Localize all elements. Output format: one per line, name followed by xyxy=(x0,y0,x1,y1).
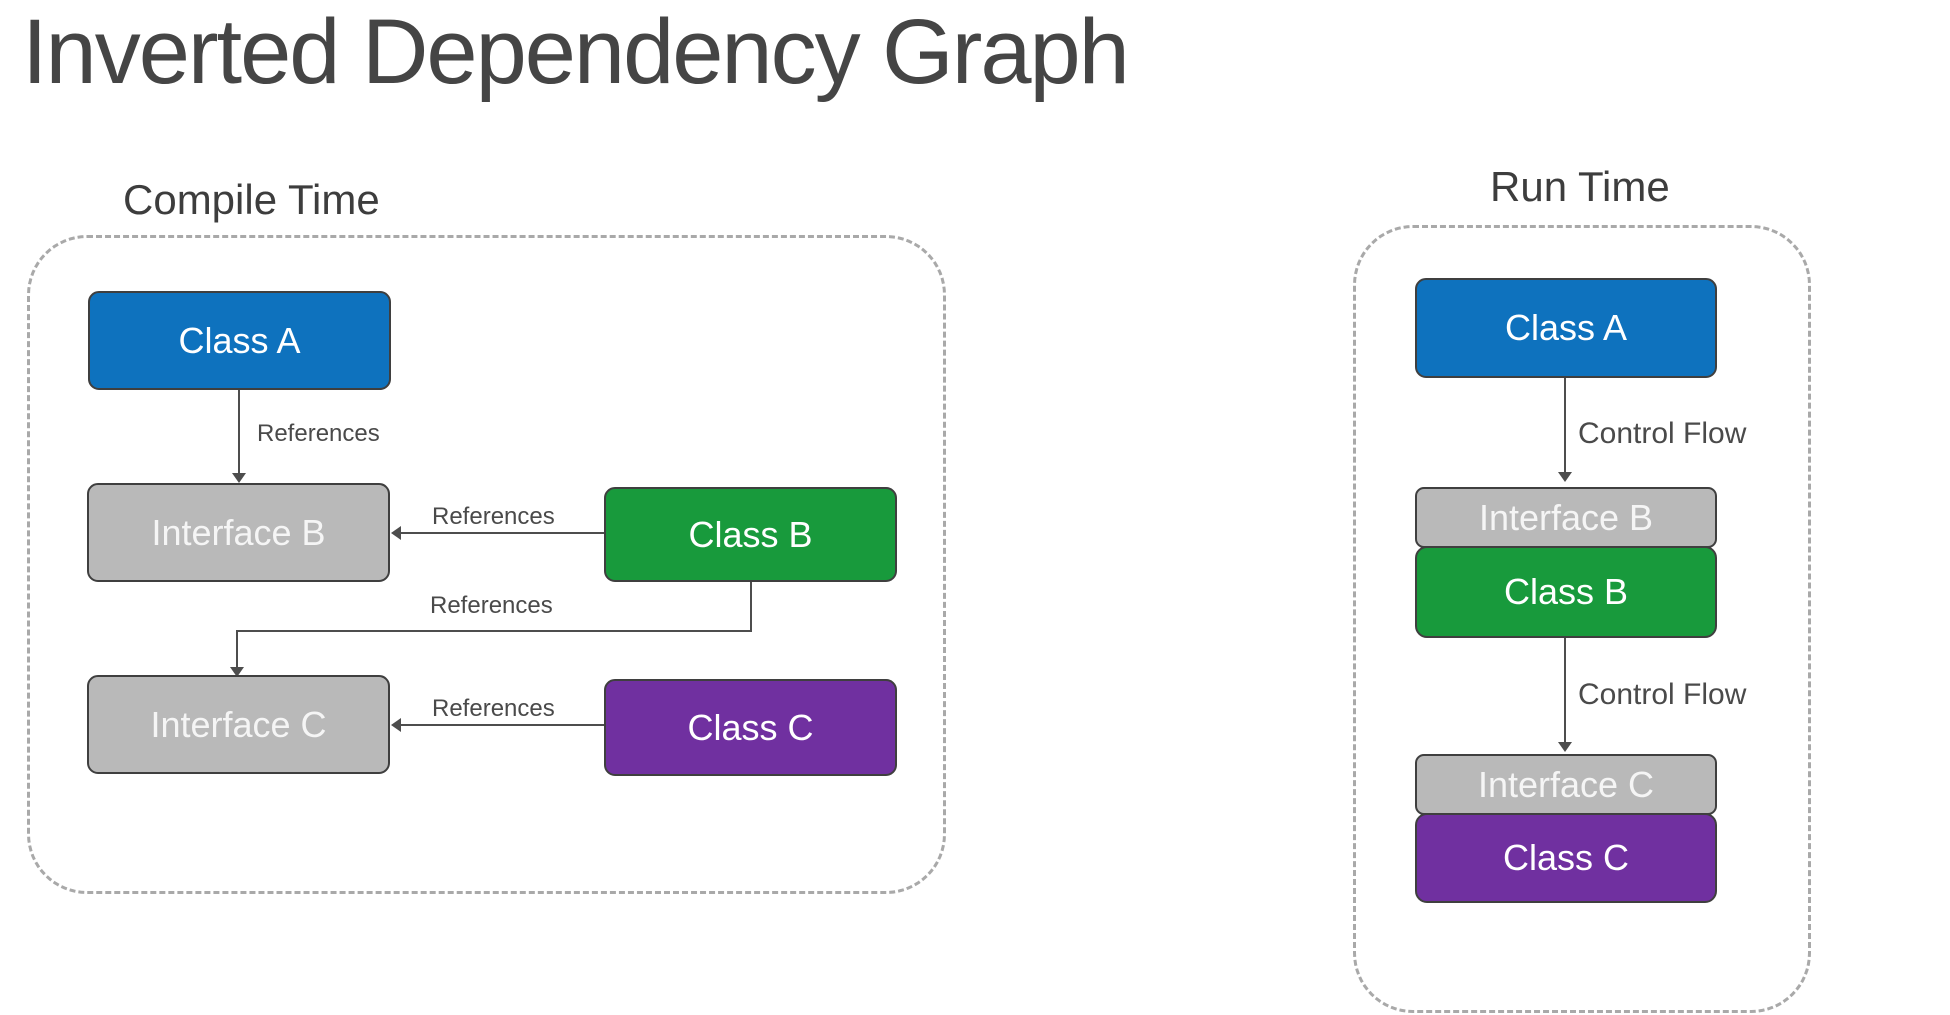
run-edge-b-to-interface-c-label: Control Flow xyxy=(1578,678,1747,711)
compile-edge-b-to-interface-c-segment-down2 xyxy=(236,632,238,668)
run-node-class-c: Class C xyxy=(1415,813,1717,903)
compile-edge-b-to-interface-c-segment-across xyxy=(236,630,752,632)
compile-edge-a-to-interface-b-label: References xyxy=(257,420,380,447)
compile-node-class-b: Class B xyxy=(604,487,897,582)
run-node-interface-c: Interface C xyxy=(1415,754,1717,815)
run-edge-a-to-interface-b-line xyxy=(1564,378,1566,473)
compile-node-class-c: Class C xyxy=(604,679,897,776)
run-node-class-b-label: Class B xyxy=(1503,571,1629,612)
run-node-interface-b-label: Interface B xyxy=(1478,496,1654,538)
compile-edge-a-to-interface-b-line xyxy=(238,390,240,473)
run-edge-b-to-interface-c-arrowhead-icon xyxy=(1558,742,1572,752)
page-title: Inverted Dependency Graph xyxy=(22,1,1130,103)
run-node-class-c-label: Class C xyxy=(1502,837,1630,878)
run-time-region xyxy=(1353,225,1811,1013)
run-node-interface-c-label: Interface C xyxy=(1477,763,1655,805)
compile-edge-b-to-interface-c-label: References xyxy=(430,592,553,619)
compile-node-class-b-label: Class B xyxy=(688,513,813,555)
run-time-heading: Run Time xyxy=(1490,163,1670,210)
compile-node-interface-c-label: Interface C xyxy=(150,703,327,745)
compile-node-interface-b: Interface B xyxy=(87,483,390,582)
compile-time-heading: Compile Time xyxy=(123,176,380,223)
compile-node-interface-b-label: Interface B xyxy=(151,511,326,553)
run-edge-b-to-interface-c-line xyxy=(1564,638,1566,743)
run-edge-a-to-interface-b-arrowhead-icon xyxy=(1558,472,1572,482)
run-node-class-a-label: Class A xyxy=(1504,307,1628,348)
compile-node-class-a: Class A xyxy=(88,291,391,390)
compile-node-class-c-label: Class C xyxy=(687,706,814,748)
compile-edge-b-to-interface-c-arrowhead-icon xyxy=(230,667,244,677)
run-node-interface-b: Interface B xyxy=(1415,487,1717,548)
compile-edge-a-to-interface-b-arrowhead-icon xyxy=(232,473,246,483)
run-node-class-b: Class B xyxy=(1415,546,1717,638)
compile-edge-b-to-interface-b-label: References xyxy=(432,503,555,530)
compile-node-interface-c: Interface C xyxy=(87,675,390,774)
compile-node-class-a-label: Class A xyxy=(178,319,301,361)
compile-edge-c-to-interface-c-line xyxy=(401,724,604,726)
compile-edge-c-to-interface-c-label: References xyxy=(432,695,555,722)
compile-edge-b-to-interface-b-line xyxy=(401,532,604,534)
run-node-class-a: Class A xyxy=(1415,278,1717,378)
run-edge-a-to-interface-b-label: Control Flow xyxy=(1578,417,1747,450)
compile-edge-b-to-interface-c-segment-down xyxy=(750,582,752,631)
compile-edge-b-to-interface-b-arrowhead-icon xyxy=(391,526,401,540)
compile-time-region xyxy=(27,235,946,894)
compile-edge-c-to-interface-c-arrowhead-icon xyxy=(391,718,401,732)
